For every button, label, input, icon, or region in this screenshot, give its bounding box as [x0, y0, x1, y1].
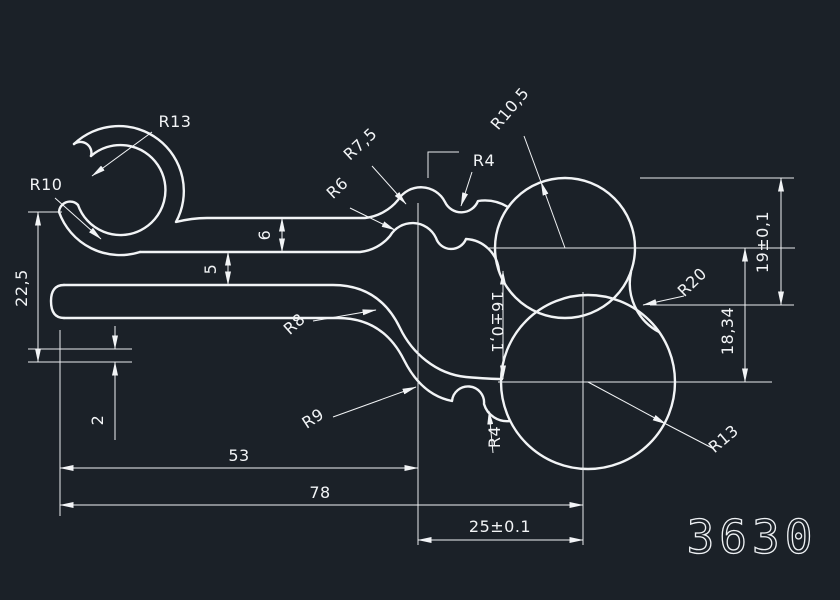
profile-left-tip	[49, 283, 66, 320]
leader-r20	[642, 295, 685, 306]
leader-r13-bottom-radial	[587, 381, 667, 425]
leader-r10-5-tail	[523, 135, 542, 183]
dim-label-18-34: 18,34	[718, 307, 737, 355]
leader-r8	[312, 309, 377, 322]
leader-r7-5	[371, 165, 407, 205]
part-number: 3630	[687, 510, 818, 564]
leader-r9	[332, 386, 417, 418]
radius-label-r4-top: R4	[473, 151, 495, 170]
leader-r4-bottom	[487, 410, 494, 454]
radius-label-r10: R10	[30, 175, 63, 194]
dim-label-5: 5	[201, 264, 220, 275]
leader-r13-top	[91, 131, 153, 177]
leader-r6	[349, 207, 396, 231]
radius-label-r13-top: R13	[159, 112, 192, 131]
profile-hook-upper-tip	[72, 140, 93, 158]
profile-hook-lower-tip	[57, 200, 80, 214]
profile-top-wall-inner	[138, 221, 501, 273]
profile-hook-bottom	[57, 210, 142, 257]
leader-lines	[54, 131, 715, 454]
profile-bottom-wall-inner	[62, 283, 504, 381]
profile-r20-waist	[628, 270, 661, 334]
profile-hook-outer-and-top-wall	[72, 124, 510, 224]
dim-label-25: 25±0.1	[469, 517, 531, 536]
leader-r13-bottom-tail	[665, 423, 715, 450]
radius-label-r4-bottom: R4	[485, 426, 504, 448]
dim-label-78: 78	[309, 483, 330, 502]
dimension-lines	[35, 177, 784, 543]
leader-r10-5-radial	[540, 181, 566, 249]
datum-corner-mark	[427, 151, 459, 178]
leader-r4-top	[460, 171, 473, 207]
extension-lines	[28, 177, 794, 516]
leader-r10	[54, 197, 102, 240]
dim-label-2: 2	[88, 415, 107, 426]
dim-label-6: 6	[255, 230, 274, 241]
dim-label-53: 53	[228, 446, 249, 465]
profile-bottom-wall-outer	[62, 316, 512, 423]
dim-label-22-5: 22,5	[12, 269, 31, 307]
dim-label-16: 16±0,1	[488, 291, 507, 353]
dim-label-19: 19±0,1	[753, 211, 772, 273]
